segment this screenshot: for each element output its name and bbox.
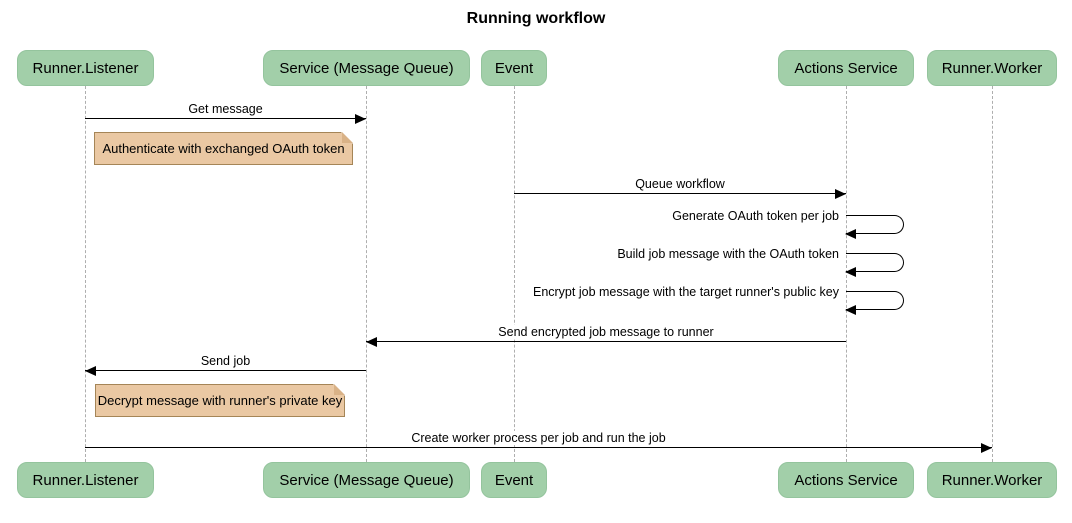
note-text: Decrypt message with runner's private ke… bbox=[97, 393, 343, 408]
diagram-title: Running workflow bbox=[466, 10, 606, 27]
arrowhead-right-icon bbox=[835, 189, 846, 199]
actor-runner-listener: Runner.Listener bbox=[17, 462, 154, 498]
arrowhead-left-icon bbox=[845, 267, 856, 277]
arrowhead-left-icon bbox=[366, 337, 377, 347]
actor-actions-service: Actions Service bbox=[778, 50, 914, 86]
arrowhead-right-icon bbox=[981, 443, 992, 453]
actor-actions-service: Actions Service bbox=[778, 462, 914, 498]
arrowhead-right-icon bbox=[355, 114, 366, 124]
message-line bbox=[85, 118, 366, 119]
message-label: Get message bbox=[85, 102, 366, 117]
note-text: Authenticate with exchanged OAuth token bbox=[102, 141, 345, 156]
note-fold-icon bbox=[334, 384, 345, 395]
message-line bbox=[85, 370, 366, 371]
lifeline-event bbox=[514, 86, 515, 462]
actor-service-mq: Service (Message Queue) bbox=[263, 462, 470, 498]
message-label: Send encrypted job message to runner bbox=[366, 325, 846, 340]
self-message-loop bbox=[845, 215, 904, 239]
arrowhead-left-icon bbox=[845, 229, 856, 239]
arrowhead-left-icon bbox=[845, 305, 856, 315]
actor-service-mq: Service (Message Queue) bbox=[263, 50, 470, 86]
message-label: Queue workflow bbox=[514, 177, 846, 192]
message-label: Create worker process per job and run th… bbox=[85, 431, 992, 446]
self-message-label: Encrypt job message with the target runn… bbox=[360, 284, 842, 300]
message-line bbox=[85, 447, 992, 448]
lifeline-runner-listener bbox=[85, 86, 86, 462]
actor-runner-worker: Runner.Worker bbox=[927, 50, 1057, 86]
self-message-label: Generate OAuth token per job bbox=[360, 208, 842, 224]
self-message-loop bbox=[845, 253, 904, 277]
message-label: Send job bbox=[85, 354, 366, 369]
note: Authenticate with exchanged OAuth token bbox=[94, 132, 353, 165]
self-message-loop bbox=[845, 291, 904, 315]
message-line bbox=[514, 193, 846, 194]
lifeline-runner-worker bbox=[992, 86, 993, 462]
actor-runner-worker: Runner.Worker bbox=[927, 462, 1057, 498]
note: Decrypt message with runner's private ke… bbox=[95, 384, 345, 417]
lifeline-service-mq bbox=[366, 86, 367, 462]
self-message-label: Build job message with the OAuth token bbox=[360, 246, 842, 262]
note-fold-icon bbox=[342, 132, 353, 143]
arrowhead-left-icon bbox=[85, 366, 96, 376]
actor-event: Event bbox=[481, 462, 547, 498]
actor-runner-listener: Runner.Listener bbox=[17, 50, 154, 86]
message-line bbox=[366, 341, 846, 342]
actor-event: Event bbox=[481, 50, 547, 86]
